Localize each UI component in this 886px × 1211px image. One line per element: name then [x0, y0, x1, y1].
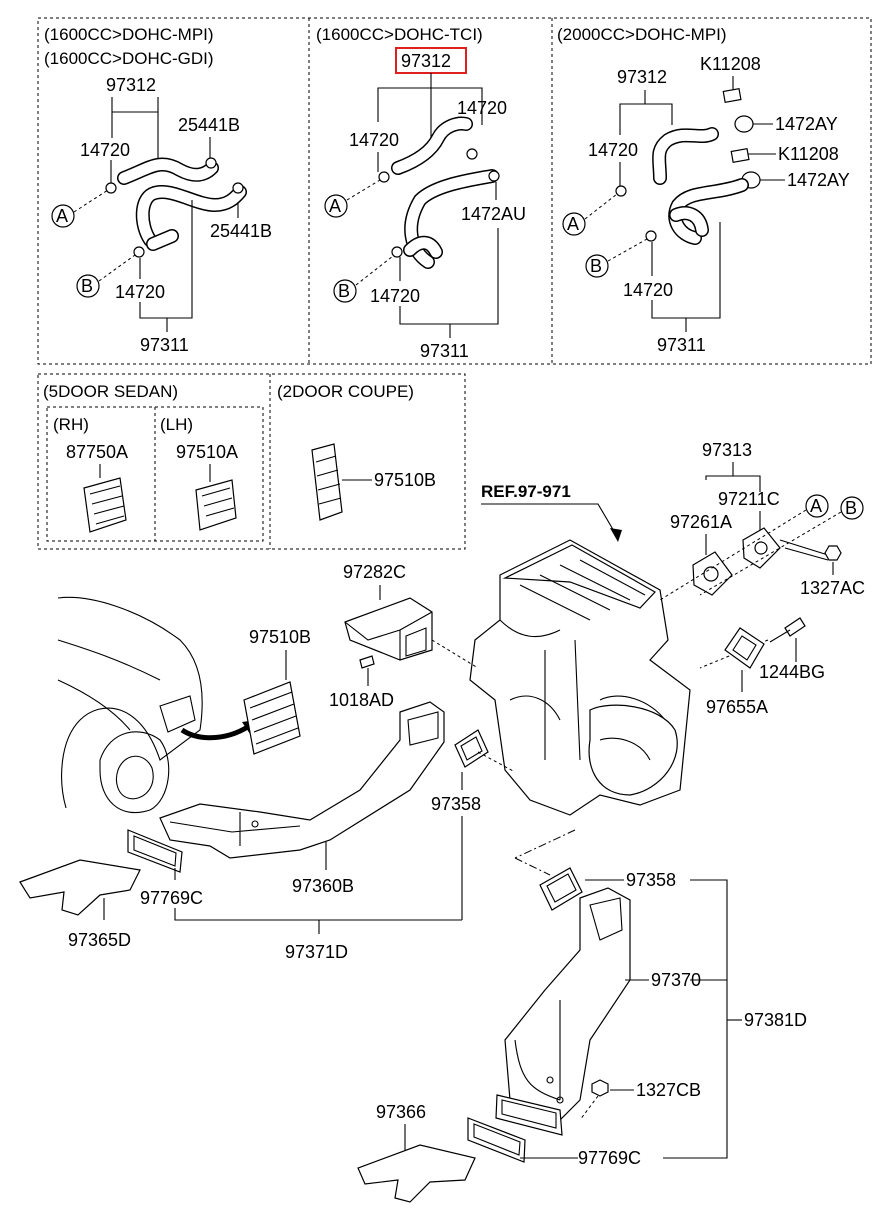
nut-1327cb	[591, 1079, 609, 1097]
label-1018ad: 1018AD	[329, 690, 394, 710]
label-1327ac: 1327AC	[800, 578, 865, 598]
circle-b1	[76, 274, 100, 298]
heater-unit	[469, 539, 691, 816]
label-97358-1: 97358	[431, 794, 481, 814]
svg-text:A: A	[810, 496, 822, 516]
pad-97366	[357, 1144, 476, 1203]
svg-text:B: B	[338, 281, 350, 301]
label-97312-a: 97312	[106, 75, 156, 95]
header-tci: (1600CC>DOHC-TCI)	[316, 25, 483, 44]
circle-a4	[805, 494, 829, 518]
label-97510b-1: 97510B	[374, 470, 436, 490]
label-97282c: 97282C	[343, 562, 406, 582]
label-97211c: 97211C	[718, 489, 780, 509]
label-97371d: 97371D	[285, 942, 348, 962]
svg-text:A: A	[329, 196, 341, 216]
label-97655a: 97655A	[706, 697, 768, 717]
header-rh: (RH)	[53, 415, 89, 434]
label-97366: 97366	[376, 1102, 426, 1122]
engine-variants-frame	[37, 17, 872, 365]
ref-label: REF.97-971	[481, 482, 571, 501]
circle-a1	[51, 204, 75, 228]
gasket-97655a	[724, 627, 765, 669]
label-14720-a2: 14720	[115, 282, 165, 302]
label-97312-c: 97312	[617, 67, 667, 87]
label-1472ay-1: 1472AY	[775, 114, 838, 134]
circle-b3	[585, 254, 609, 278]
label-97381d: 97381D	[744, 1010, 807, 1030]
svg-text:A: A	[567, 214, 579, 234]
label-97365d: 97365D	[68, 930, 131, 950]
section-2000-mpi: 97312 K11208 1472AY K11208 1472AY 14720 …	[562, 54, 850, 355]
label-97510a: 97510A	[176, 442, 238, 462]
svg-text:A: A	[56, 206, 68, 226]
label-25441b-a2: 25441B	[210, 221, 272, 241]
grille-lh	[195, 479, 237, 531]
label-25441b-a1: 25441B	[178, 115, 240, 135]
circle-b2	[333, 279, 357, 303]
header-2000-mpi: (2000CC>DOHC-MPI)	[557, 25, 727, 44]
section-mpi-gdi: 97312 14720 25441B 25441B A B 14720 97	[51, 75, 272, 355]
label-97769c-2: 97769C	[578, 1148, 641, 1168]
svg-text:B: B	[590, 256, 602, 276]
header-mpi: (1600CC>DOHC-MPI)	[44, 25, 214, 44]
nut-1327ac	[824, 545, 842, 561]
label-97311-a: 97311	[140, 335, 189, 355]
car-body	[57, 596, 203, 814]
label-14720-b1: 14720	[457, 98, 507, 118]
seal-97769c-2	[467, 1117, 526, 1163]
seal-97358-1	[454, 729, 489, 768]
pad-97365d	[19, 859, 141, 916]
header-gdi: (1600CC>DOHC-GDI)	[44, 49, 214, 68]
label-97311-b: 97311	[420, 341, 469, 361]
grille-97510b	[243, 681, 301, 755]
label-87750a: 87750A	[66, 442, 128, 462]
label-1472au: 1472AU	[461, 204, 526, 224]
svg-text:B: B	[845, 498, 857, 518]
label-14720-b3: 14720	[370, 286, 420, 306]
svg-text:B: B	[81, 276, 93, 296]
label-1244bg: 1244BG	[759, 662, 825, 682]
screw-1018ad	[359, 655, 375, 669]
grille-variants-frame	[37, 373, 466, 550]
label-97311-c: 97311	[657, 335, 706, 355]
label-97261a: 97261A	[670, 512, 732, 532]
circle-a2	[324, 194, 348, 218]
label-14720-c1: 14720	[588, 140, 638, 160]
label-1472ay-2: 1472AY	[787, 170, 850, 190]
label-97370: 97370	[651, 970, 701, 990]
label-97312-b: 97312	[401, 51, 451, 71]
circle-a3	[562, 212, 586, 236]
seal-97358-2	[539, 867, 583, 911]
label-k11208-1: K11208	[700, 54, 761, 74]
label-14720-b2: 14720	[349, 130, 399, 150]
label-k11208-2: K11208	[778, 144, 839, 164]
label-14720-a1: 14720	[80, 140, 130, 160]
duct-97370	[504, 887, 631, 1121]
label-97313: 97313	[702, 440, 752, 460]
grille-coupe	[311, 443, 343, 521]
circle-b4	[840, 496, 864, 520]
seal-97769c-1	[127, 829, 183, 873]
header-5door-sedan: (5DOOR SEDAN)	[43, 382, 178, 401]
duct-97282c	[344, 597, 433, 661]
label-97358-2: 97358	[626, 870, 676, 890]
section-tci: 97312 14720 14720 A B 1472AU 14720 97311	[324, 47, 526, 361]
bolt-1244bg	[784, 617, 806, 637]
label-97360b: 97360B	[292, 876, 354, 896]
label-97510b-2: 97510B	[249, 627, 311, 647]
label-97769c-1: 97769C	[140, 888, 203, 908]
header-lh: (LH)	[160, 415, 193, 434]
duct-97360b	[159, 701, 445, 859]
header-2door-coupe: (2DOOR COUPE)	[277, 382, 414, 401]
label-14720-c2: 14720	[623, 280, 673, 300]
label-1327cb: 1327CB	[636, 1080, 701, 1100]
